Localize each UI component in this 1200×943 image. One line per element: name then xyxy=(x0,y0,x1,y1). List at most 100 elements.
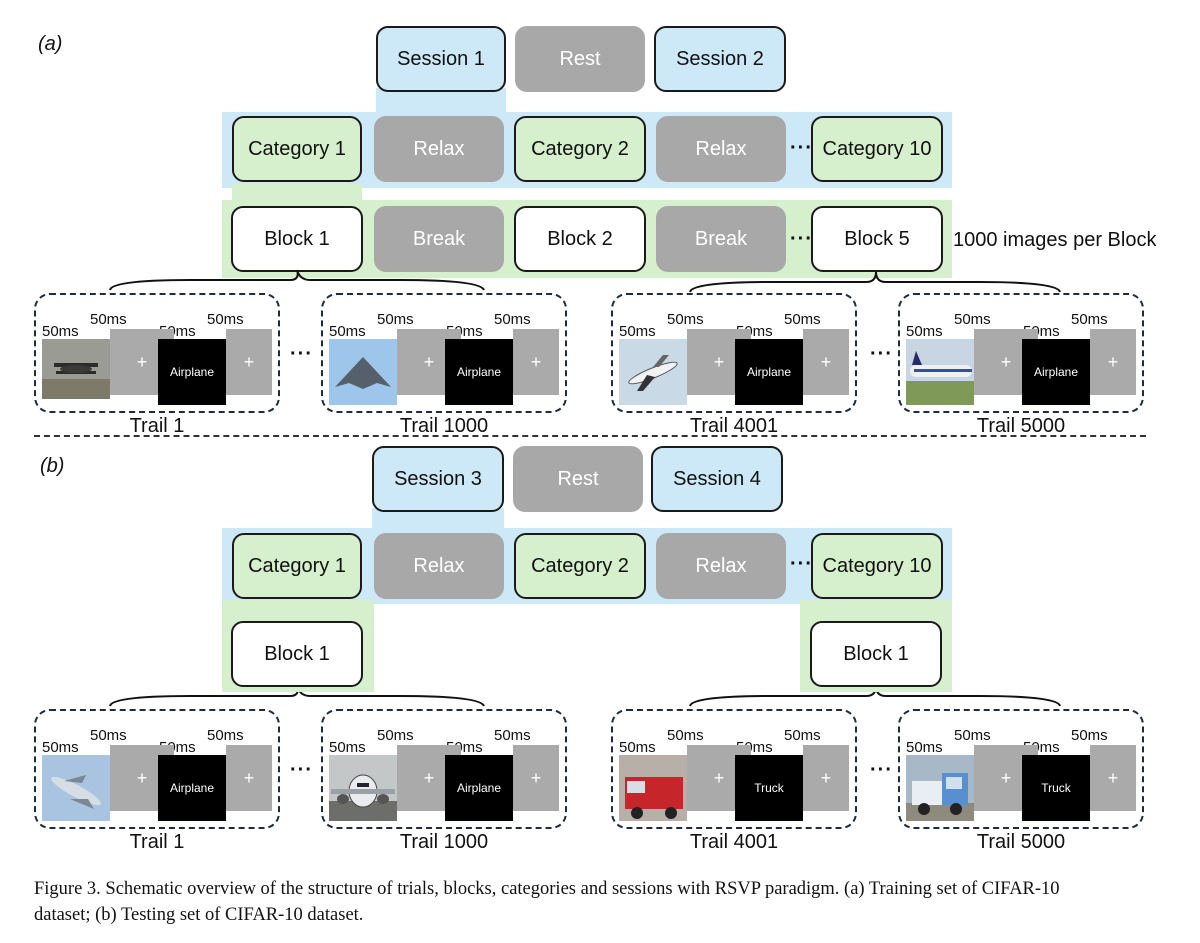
fixation-cross: + xyxy=(820,351,832,372)
trial-label: Trail 4001 xyxy=(689,831,779,853)
category-box: Category 2 xyxy=(514,116,646,182)
trial-label: Trail 1 xyxy=(129,831,185,853)
category-label-screen: Airplane xyxy=(1022,339,1090,405)
panel-divider xyxy=(34,435,1146,437)
category-box: Category 1 xyxy=(232,533,362,599)
session-connector-band xyxy=(376,88,506,114)
duration-label: 50ms xyxy=(784,311,821,328)
duration-label: 50ms xyxy=(906,739,943,756)
fixation-cross: + xyxy=(530,351,542,372)
panel-a-label: (a) xyxy=(38,33,63,55)
fixation-cross: + xyxy=(136,351,148,372)
brace xyxy=(109,269,485,291)
fixation-screen: + xyxy=(226,329,272,395)
duration-label: 50ms xyxy=(667,311,704,328)
fixation-cross: + xyxy=(713,351,725,372)
duration-label: 50ms xyxy=(207,311,244,328)
ellipsis: ··· xyxy=(870,343,893,365)
session-box: Session 3 xyxy=(372,446,504,512)
trial-group xyxy=(321,293,567,413)
duration-label: 50ms xyxy=(377,727,414,744)
panel-b-label: (b) xyxy=(40,455,65,477)
airliner-in-sky-photo xyxy=(42,755,110,821)
fixation-cross: + xyxy=(136,767,148,788)
block-box: Block 5 xyxy=(811,206,943,272)
category-label-screen: Airplane xyxy=(445,339,513,405)
trial-group xyxy=(34,293,280,413)
ellipsis: ··· xyxy=(290,759,313,781)
duration-label: 50ms xyxy=(954,311,991,328)
fixation-cross: + xyxy=(243,351,255,372)
duration-label: 50ms xyxy=(494,727,531,744)
ellipsis: ··· xyxy=(790,137,813,159)
category-box: Category 1 xyxy=(232,116,362,182)
fixation-cross: + xyxy=(423,767,435,788)
jet-landing-photo xyxy=(619,339,687,405)
trial-label: Trail 4001 xyxy=(689,415,779,437)
relax-box: Relax xyxy=(374,116,504,182)
session-box: Session 1 xyxy=(376,26,506,92)
duration-label: 50ms xyxy=(329,323,366,340)
fixation-cross: + xyxy=(1107,767,1119,788)
ellipsis: ··· xyxy=(290,343,313,365)
break-box: Break xyxy=(374,206,504,272)
fixation-cross: + xyxy=(243,767,255,788)
brace xyxy=(689,271,1061,293)
airliner-front-photo xyxy=(329,755,397,821)
trial-group xyxy=(34,709,280,829)
rest-box: Rest xyxy=(513,446,643,512)
trial-group xyxy=(898,293,1144,413)
duration-label: 50ms xyxy=(667,727,704,744)
trial-label: Trail 5000 xyxy=(976,415,1066,437)
relax-box: Relax xyxy=(374,533,504,599)
trial-group xyxy=(611,293,857,413)
session-box: Session 4 xyxy=(651,446,783,512)
category-connector-band xyxy=(232,184,362,204)
duration-label: 50ms xyxy=(954,727,991,744)
trial-group xyxy=(321,709,567,829)
session-box: Session 2 xyxy=(654,26,786,92)
duration-label: 50ms xyxy=(906,323,943,340)
biplane-photo xyxy=(42,339,110,405)
duration-label: 50ms xyxy=(207,727,244,744)
trial-label: Trail 1 xyxy=(129,415,185,437)
category-label-screen: Airplane xyxy=(735,339,803,405)
trial-label: Trail 1000 xyxy=(399,831,489,853)
duration-label: 50ms xyxy=(494,311,531,328)
duration-label: 50ms xyxy=(377,311,414,328)
relax-box: Relax xyxy=(656,533,786,599)
fixation-screen: + xyxy=(513,745,559,811)
duration-label: 50ms xyxy=(1071,311,1108,328)
fixation-cross: + xyxy=(530,767,542,788)
trial-group xyxy=(898,709,1144,829)
block-box: Block 1 xyxy=(231,621,363,687)
trial-label: Trail 1000 xyxy=(399,415,489,437)
fixation-cross: + xyxy=(820,767,832,788)
trial-label: Trail 5000 xyxy=(976,831,1066,853)
duration-label: 50ms xyxy=(42,323,79,340)
caption-line: dataset; (b) Testing set of CIFAR-10 dat… xyxy=(34,905,364,925)
duration-label: 50ms xyxy=(42,739,79,756)
ellipsis: ··· xyxy=(790,553,813,575)
figure-caption: Figure 3. Schematic overview of the stru… xyxy=(34,876,1164,928)
duration-label: 50ms xyxy=(329,739,366,756)
duration-label: 50ms xyxy=(619,323,656,340)
fixation-screen: + xyxy=(226,745,272,811)
duration-label: 50ms xyxy=(1071,727,1108,744)
block-note: 1000 images per Block xyxy=(953,229,1157,251)
fixation-cross: + xyxy=(423,351,435,372)
relax-box: Relax xyxy=(656,116,786,182)
fixation-cross: + xyxy=(713,767,725,788)
category-label-screen: Airplane xyxy=(445,755,513,821)
category-box: Category 10 xyxy=(811,116,943,182)
fire-truck-photo xyxy=(619,755,687,821)
duration-label: 50ms xyxy=(90,727,127,744)
category-label-screen: Truck xyxy=(1022,755,1090,821)
duration-label: 50ms xyxy=(784,727,821,744)
fixation-screen: + xyxy=(1090,329,1136,395)
ellipsis: ··· xyxy=(870,759,893,781)
rest-box: Rest xyxy=(515,26,645,92)
fixation-cross: + xyxy=(1000,767,1012,788)
stealth-bomber-photo xyxy=(329,339,397,405)
